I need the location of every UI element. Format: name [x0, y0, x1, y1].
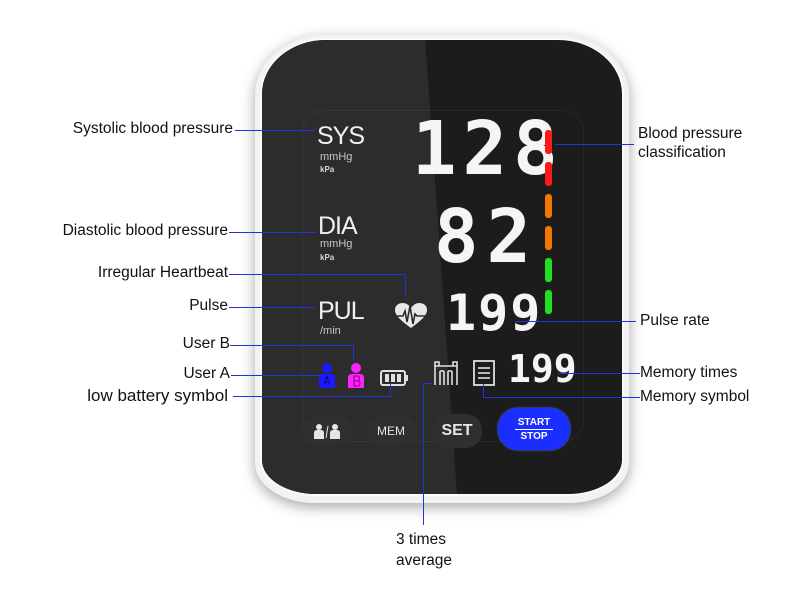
line-battery-v	[390, 384, 391, 397]
sys-unit-kpa: kPa	[320, 165, 335, 174]
bp-classification-indicator	[545, 130, 552, 314]
user-b-icon	[348, 363, 364, 388]
pul-unit-min: /min	[320, 325, 341, 337]
callout-memory-symbol: Memory symbol	[640, 388, 750, 405]
classification-bar-green-2	[545, 290, 552, 314]
callout-irregular-heartbeat: Irregular Heartbeat	[97, 264, 228, 281]
start-stop-button[interactable]: START STOP	[498, 408, 570, 450]
line-user-b-h	[230, 345, 354, 346]
blood-pressure-monitor: SYS mmHg kPa DIA mmHg kPa PUL /min 128 8…	[260, 38, 624, 496]
callout-classification-line2: classification	[638, 143, 726, 161]
user-select-button[interactable]	[302, 416, 352, 446]
pulse-reading: 199	[446, 284, 543, 342]
line-battery-h	[233, 396, 391, 397]
memory-symbol-icon	[473, 360, 495, 386]
callout-diastolic: Diastolic blood pressure	[62, 222, 228, 239]
line-classification	[555, 144, 634, 145]
classification-bar-orange-2	[545, 226, 552, 250]
callout-user-a: User A	[183, 365, 230, 382]
user-a-icon	[319, 363, 335, 388]
callout-user-b: User B	[182, 335, 230, 352]
callout-systolic: Systolic blood pressure	[72, 120, 233, 137]
classification-bar-red-2	[545, 162, 552, 186]
diastolic-reading: 82	[434, 194, 540, 280]
callout-average-line2: average	[396, 551, 453, 569]
battery-icon	[380, 370, 408, 386]
callout-three-times-average: 3 times average	[396, 530, 452, 572]
stop-label: STOP	[520, 430, 548, 442]
line-average-v	[423, 383, 424, 525]
line-irregular-v	[405, 274, 406, 296]
classification-bar-orange-1	[545, 194, 552, 218]
line-pulse-rate	[515, 321, 636, 322]
dia-label: DIA	[318, 212, 358, 240]
user-ab-icon	[314, 424, 340, 439]
line-diastolic	[229, 232, 317, 233]
line-average-h	[423, 383, 432, 384]
sys-label: SYS	[317, 122, 365, 150]
line-pulse	[229, 307, 315, 308]
line-user-a	[231, 375, 321, 376]
start-label: START	[517, 416, 551, 428]
pul-label: PUL	[318, 297, 365, 325]
line-memory-times	[558, 373, 640, 374]
callout-pulse: Pulse	[189, 297, 228, 314]
mem-button[interactable]: MEM	[366, 416, 416, 446]
callout-classification-line1: Blood pressure	[638, 125, 743, 142]
callout-memory-times: Memory times	[640, 364, 738, 381]
classification-bar-red-1	[545, 130, 552, 154]
classification-bar-green-1	[545, 258, 552, 282]
line-systolic	[235, 130, 315, 131]
dia-unit-kpa: kPa	[320, 253, 335, 262]
memory-reading: 199	[508, 347, 577, 391]
systolic-reading: 128	[412, 106, 564, 192]
start-stop-divider	[515, 428, 553, 430]
line-memory-symbol-h	[483, 397, 640, 398]
three-times-average-icon	[434, 361, 458, 385]
dia-unit-mmhg: mmHg	[320, 238, 353, 250]
callout-low-battery: low battery symbol	[87, 386, 228, 405]
line-user-b-v	[353, 345, 354, 361]
callout-classification: Blood pressure classification	[638, 125, 742, 162]
line-memory-symbol-v	[483, 384, 484, 398]
callout-pulse-rate: Pulse rate	[640, 312, 710, 329]
irregular-heartbeat-icon	[395, 303, 427, 328]
line-irregular-h	[229, 274, 406, 275]
sys-unit-mmhg: mmHg	[320, 151, 353, 163]
callout-average-line1: 3 times	[396, 531, 446, 548]
set-button[interactable]: SET	[432, 414, 482, 448]
